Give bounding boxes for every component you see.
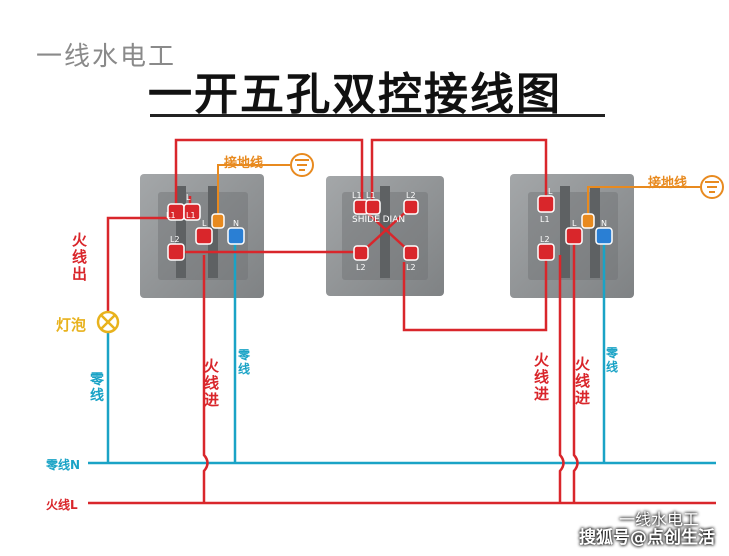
- ground-label-left: 接地线: [224, 156, 264, 171]
- watermark-bottom: 搜狐号@点创生活: [579, 528, 715, 548]
- title-underline: [150, 114, 605, 117]
- live-in-label-2: 火线进: [534, 351, 550, 403]
- tl-mid-l11: L1: [352, 191, 362, 200]
- tl-right-l: L: [548, 187, 553, 196]
- live-bus-label: 火线L: [46, 498, 78, 512]
- tl-left-l11: L1: [166, 211, 176, 220]
- ground-label-right: 接地线: [648, 176, 688, 191]
- neutral-label-left: 零线: [90, 372, 104, 404]
- lamp-label: 灯泡: [56, 316, 87, 334]
- live-in-label-3: 火线进: [575, 355, 591, 407]
- diagram-title: 一开五孔双控接线图: [148, 69, 562, 120]
- tl-left-l: L: [186, 193, 191, 202]
- terminal-letters: L L1 L1 L2 L N L1 L1 L2 L2 L2 SHIDE DIAN…: [166, 187, 607, 272]
- terminals-left: [167, 203, 245, 261]
- tl-left-l-lower: L: [202, 219, 207, 228]
- tl-right-l1: L1: [540, 215, 550, 224]
- tl-mid-l2-bot: L2: [356, 263, 366, 272]
- tl-left-l2: L2: [170, 235, 180, 244]
- switch-panel-middle: [326, 176, 444, 296]
- ground-symbol-left: [290, 153, 314, 177]
- tl-right-l2: L2: [540, 235, 550, 244]
- live-in-label-1: 火线进: [204, 357, 220, 409]
- neutral-label-mid: 零线: [238, 348, 251, 376]
- live-out-label: 火线出: [72, 231, 88, 283]
- brand-text: 一线水电工: [36, 42, 177, 72]
- neutral-label-right: 零线: [606, 346, 619, 374]
- tl-mid-l2-bot2: L2: [406, 263, 416, 272]
- terminals-middle: [353, 199, 419, 261]
- tl-left-l1: L1: [186, 211, 196, 220]
- tl-right-l-lower: L: [572, 219, 577, 228]
- tl-mid-l1: L1: [366, 191, 376, 200]
- ground-symbol-right: [700, 175, 724, 199]
- neutral-bus-label: 零线N: [46, 458, 81, 472]
- tl-mid-brand: SHIDE DIAN: [352, 215, 405, 225]
- terminals-right: [537, 195, 613, 261]
- tl-right-n: N: [601, 219, 607, 228]
- tl-mid-l2-top: L2: [406, 191, 416, 200]
- lamp-symbol: [96, 310, 120, 334]
- tl-left-n: N: [233, 219, 239, 228]
- watermark-top: 一线水电工: [618, 510, 699, 529]
